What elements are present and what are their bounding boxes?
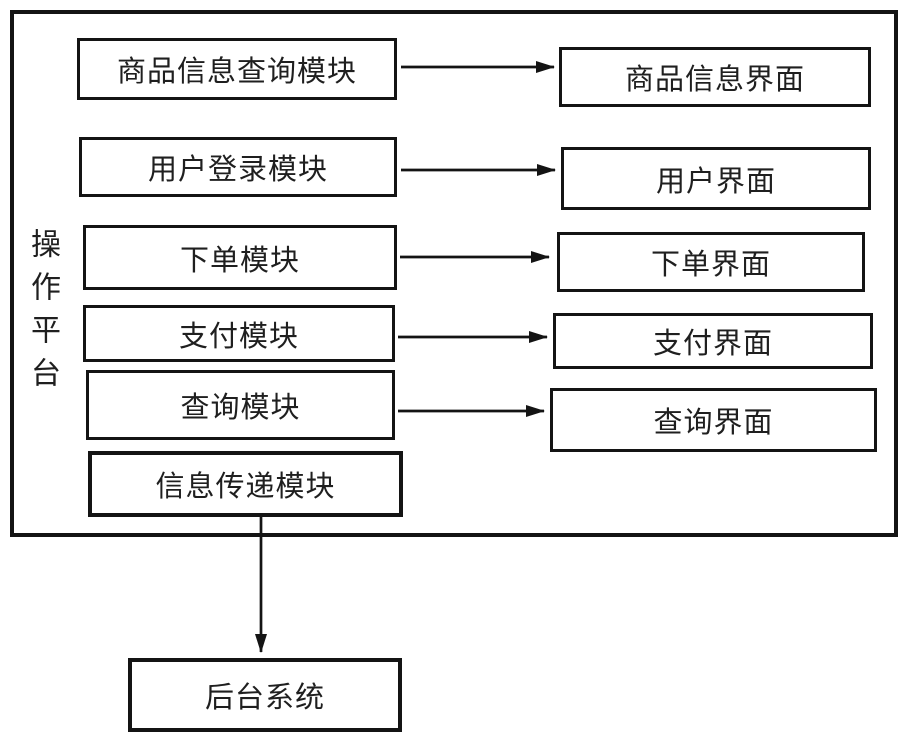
interface-label: 商品信息界面 [624,62,805,96]
backend-system-box: 后台系统 [128,658,402,732]
interface-box-user: 用户界面 [561,147,871,210]
backend-label: 后台系统 [204,680,325,714]
module-label: 查询模块 [180,390,301,424]
interface-box-payment: 支付界面 [553,313,873,369]
module-box-payment: 支付模块 [83,305,395,362]
interface-label: 用户界面 [655,163,776,198]
platform-label: 操作平台 [25,228,60,400]
module-box-order: 下单模块 [83,225,397,290]
interface-label: 支付界面 [652,326,773,360]
interface-label: 查询界面 [653,405,774,439]
module-label: 支付模块 [178,318,299,353]
module-label: 下单模块 [179,242,300,277]
interface-box-order: 下单界面 [557,232,865,292]
module-label: 用户登录模块 [147,152,328,186]
module-box-info-transfer: 信息传递模块 [88,451,403,517]
interface-label: 下单界面 [650,247,771,281]
interface-box-query: 查询界面 [550,388,877,452]
module-label: 商品信息查询模块 [116,54,357,88]
module-box-product-info-query: 商品信息查询模块 [77,38,397,100]
interface-box-product-info: 商品信息界面 [559,47,871,107]
module-label: 信息传递模块 [155,469,336,503]
module-box-query: 查询模块 [86,370,395,440]
module-box-user-login: 用户登录模块 [79,137,397,197]
